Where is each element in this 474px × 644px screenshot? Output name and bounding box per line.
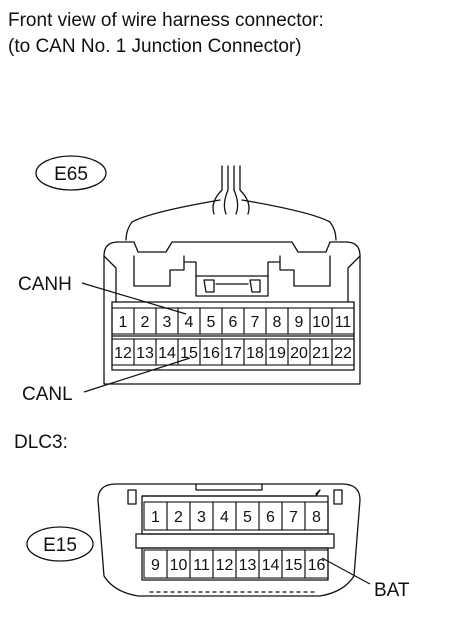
header-line-1: Front view of wire harness connector:: [8, 10, 324, 31]
e65-pin-number-21: 21: [312, 345, 330, 362]
e65-pin-number-12: 12: [114, 345, 132, 362]
e15-pin-number-14: 14: [262, 557, 280, 574]
e15-pin-number-15: 15: [285, 557, 303, 574]
e65-pin-cell-11: [331, 307, 355, 335]
e65-pin-number-6: 6: [229, 314, 238, 331]
e65-pin-number-17: 17: [224, 345, 242, 362]
bat-label: BAT: [374, 580, 410, 601]
e65-pin-cell-22: [331, 338, 355, 366]
e65-pin-number-15: 15: [180, 345, 198, 362]
e15-pin-number-2: 2: [174, 509, 183, 526]
e65-pin-number-5: 5: [207, 314, 216, 331]
e65-label-oval: [35, 155, 107, 191]
canl-leader-line: [83, 357, 191, 393]
e15-pin-number-3: 3: [197, 509, 206, 526]
e65-pin-number-11: 11: [335, 314, 352, 331]
e15-pin-number-10: 10: [170, 557, 188, 574]
e65-pin-number-4: 4: [185, 314, 194, 331]
e15-pin-number-16: 16: [308, 557, 326, 574]
e65-pin-number-14: 14: [158, 345, 176, 362]
dlc3-title: DLC3:: [14, 432, 68, 453]
e15-connector-housing: [97, 483, 361, 597]
e15-pin-number-1: 1: [151, 509, 160, 526]
e15-pin-cell-8: [304, 501, 329, 531]
e15-label: E15: [43, 535, 77, 556]
e65-pin-number-19: 19: [268, 345, 286, 362]
e65-pin-number-16: 16: [202, 345, 220, 362]
e65-pin-number-7: 7: [251, 314, 260, 331]
e65-pin-number-10: 10: [312, 314, 330, 331]
e65-pin-number-3: 3: [163, 314, 172, 331]
bat-leader-line: [321, 557, 371, 585]
e65-label: E65: [54, 164, 88, 185]
e15-pin-number-11: 11: [193, 557, 210, 574]
e65-pin-number-1: 1: [119, 314, 128, 331]
e15-pin-number-5: 5: [243, 509, 252, 526]
canl-label: CANL: [22, 384, 73, 405]
e65-pin-number-9: 9: [295, 314, 304, 331]
e65-connector-housing: [103, 241, 361, 385]
e15-pin-row-2: 9 10 11 12 13 14 15 16: [143, 549, 329, 579]
e65-pin-number-22: 22: [334, 345, 352, 362]
e15-pin-number-4: 4: [220, 509, 229, 526]
e65-pin-number-13: 13: [136, 345, 154, 362]
e15-label-oval: [26, 526, 94, 562]
e15-pin-number-12: 12: [216, 557, 234, 574]
e15-pin-cell-16: [304, 549, 329, 579]
e15-pin-number-8: 8: [312, 509, 321, 526]
e65-pin-number-2: 2: [141, 314, 150, 331]
e15-pin-number-13: 13: [239, 557, 257, 574]
canh-label: CANH: [18, 274, 72, 295]
e65-pin-number-8: 8: [273, 314, 282, 331]
header-line-2: (to CAN No. 1 Junction Connector): [8, 36, 302, 57]
e65-pin-number-20: 20: [290, 345, 308, 362]
canh-leader-line: [81, 282, 187, 315]
e65-pin-number-18: 18: [246, 345, 264, 362]
e15-pin-number-6: 6: [266, 509, 275, 526]
e15-pin-number-7: 7: [289, 509, 298, 526]
e65-wire-bundle: [125, 165, 337, 241]
e15-pin-number-9: 9: [151, 557, 160, 574]
